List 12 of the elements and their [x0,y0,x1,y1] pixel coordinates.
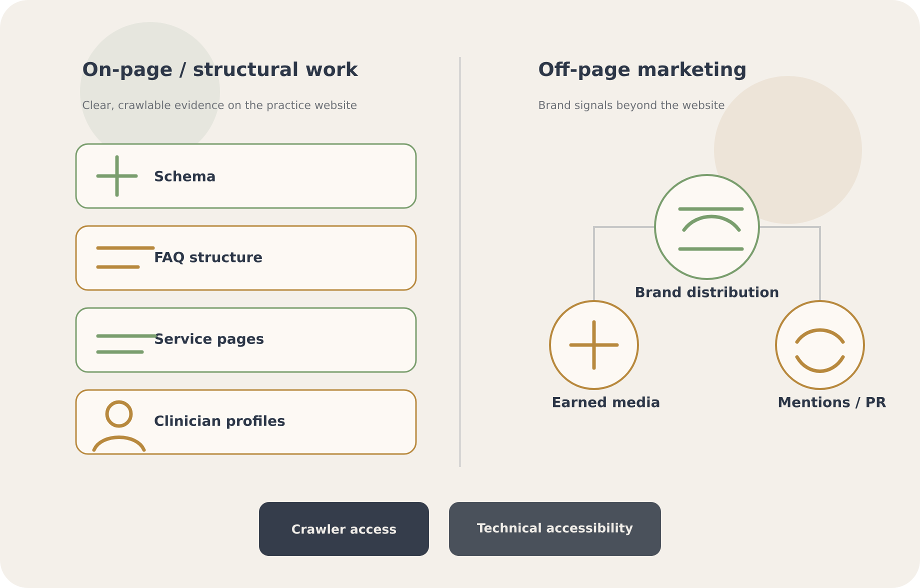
connector-line [593,226,654,300]
list-box: Service pages [75,307,417,373]
connector-line [760,226,821,300]
list-box: FAQ structure [75,225,417,291]
subtitle: Brand signals beyond the website [539,100,724,112]
subtitle: Clear, crawlable evidence on the practice website [82,100,356,112]
pill-button: Technical accessibility [449,502,661,556]
column-heading: On-page / structural work [83,62,358,80]
list-box: Clinician profiles [75,389,417,455]
list-box: Schema [75,143,417,209]
column-heading: Off-page marketing [539,62,746,80]
pill-button: Crawler access [259,502,429,556]
